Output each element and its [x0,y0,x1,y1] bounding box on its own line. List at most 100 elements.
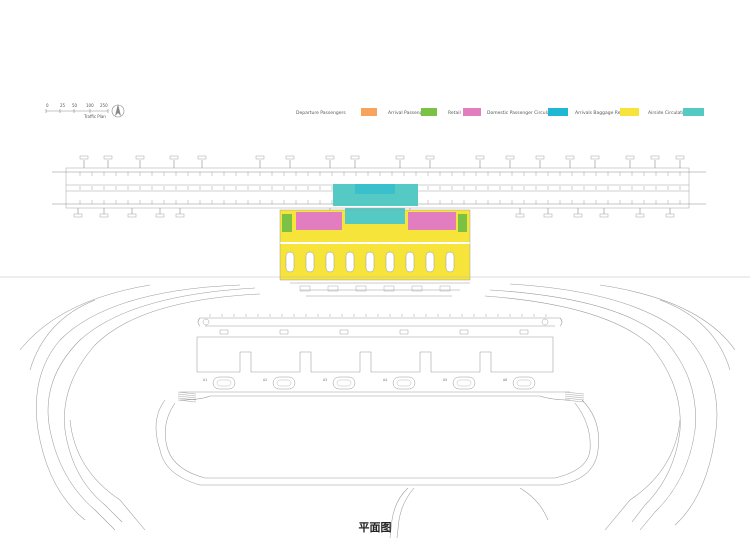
forecourt-booth [411,285,423,292]
svg-text:Arrivals Baggage Reclaim: Arrivals Baggage Reclaim [575,110,633,116]
reclaim-belt [425,251,435,273]
forecourt-node-west [202,318,210,326]
terminal-building [279,184,471,292]
baggage-reclaim-belts [285,251,455,292]
west-ramp-line [177,393,197,397]
bridge-head-south [665,213,675,218]
bridge-head-north [169,155,179,160]
arrival-zone-west [282,214,292,232]
west-ramp-line [177,391,197,395]
gate-label-1: A1 [203,378,207,382]
gate-roundabout [512,376,536,390]
east-ramp-line [564,393,585,397]
gate-roundabout [452,376,476,390]
legend-item-reclaim: Arrivals Baggage Reclaim [575,108,639,116]
east-ramp-line [564,397,585,401]
bridge-head-south [543,213,553,218]
bridge-head-south [599,213,609,218]
kerb-marker [399,329,409,335]
forecourt-booth [355,285,367,292]
bridge-head-north [565,155,575,160]
west-ramp-line [177,397,197,401]
bridge-head-north [650,155,660,160]
gate-roundabout [272,376,296,390]
bridge-head-north [255,155,265,160]
svg-text:Arrival Passengers: Arrival Passengers [388,110,430,116]
access-spine [389,487,409,538]
parking-structure [196,336,554,373]
inner-loop-road [155,399,599,486]
bridge-head-south [155,213,165,218]
gate-label-4: A4 [383,378,387,382]
bridge-head-south [73,213,83,218]
scale-bar: 0 25 50 100 250 Traffic Plan [45,103,125,119]
gate-roundabout-inner [276,379,292,387]
forecourt-booth [439,285,451,292]
retail-zone-east [408,212,456,230]
bridge-head-north [675,155,685,160]
forecourt-booth [383,285,395,292]
kerb-marker [219,329,229,335]
outer-loop-east [489,289,696,531]
bridge-head-north [590,155,600,160]
gate-roundabout [392,376,416,390]
legend-swatch-arrival [421,108,437,116]
forecourt-booth [327,285,339,292]
forecourt-node-east [541,318,549,326]
bridge-head-south [127,213,137,218]
svg-text:Domestic Passenger Circulation: Domestic Passenger Circulation [487,110,558,116]
reclaim-belt [405,251,415,273]
legend: Departure Passengers Arrival Passengers … [296,108,704,116]
svg-text:Departure Passengers: Departure Passengers [296,110,346,116]
kerb-marker [459,329,469,335]
scale-tick-4: 250 [100,103,108,108]
retail-zone-west [296,212,342,230]
airside-circulation-lower [345,208,405,224]
bridge-head-north [285,155,295,160]
legend-swatch-airside [683,108,704,116]
bridge-head-north [103,155,113,160]
bridge-head-north [505,155,515,160]
gate-roundabout-inner [336,379,352,387]
forecourt-booth [299,285,311,292]
bridge-head-north [350,155,360,160]
legend-swatch-retail [463,108,481,116]
legend-swatch-reclaim [620,108,639,116]
reclaim-belt [385,251,395,273]
bridge-head-north [395,155,405,160]
bridge-head-north [197,155,207,160]
east-ramp-line [564,395,585,399]
reclaim-belt [285,251,295,273]
legend-swatch-departure [361,108,377,116]
gate-label-5: A5 [443,378,447,382]
gate-label-2: A2 [263,378,267,382]
arrival-zone-east [458,214,467,232]
outer-loop-west [47,287,256,531]
gate-roundabout-inner [456,379,472,387]
reclaim-belt [345,251,355,273]
bridge-head-south [635,213,645,218]
reclaim-belt [365,251,375,273]
scale-sublabel: Traffic Plan [83,114,106,119]
gate-roundabout-inner [516,379,532,387]
kerb-marker [519,329,529,335]
reclaim-belt [445,251,455,273]
forecourt-markers [202,314,549,335]
gate-roundabout-inner [396,379,412,387]
east-ramp-line [564,391,585,395]
legend-swatch-domestic [548,108,568,116]
gate-roundabout [212,376,236,390]
north-pointer-icon [115,104,121,116]
bridge-head-north [625,155,635,160]
kerb-marker [279,329,289,335]
bridge-head-north [425,155,435,160]
legend-item-retail: Retail [448,108,481,116]
west-ramp-line [177,399,197,403]
legend-item-domestic: Domestic Passenger Circulation [487,108,568,116]
bridge-head-south [175,213,185,218]
bridge-head-north [325,155,335,160]
reclaim-belt [325,251,335,273]
